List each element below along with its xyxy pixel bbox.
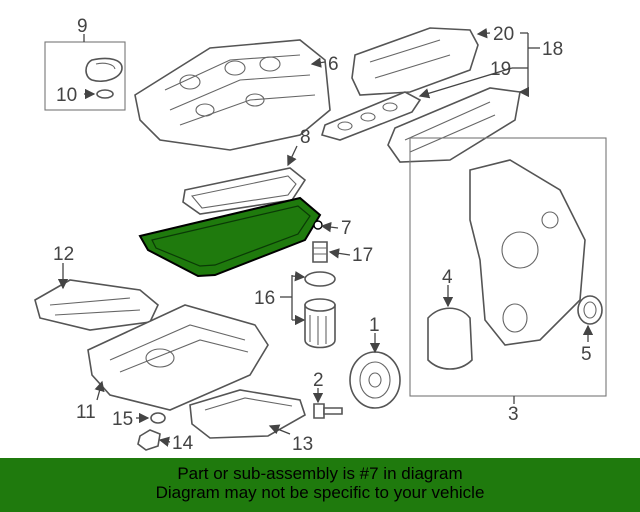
timing-cover — [469, 159, 586, 346]
callout-2: 2 — [313, 370, 324, 391]
callout-labels: 9 10 6 8 7 20 18 19 17 16 12 11 15 14 13… — [53, 16, 592, 455]
callout-17: 17 — [352, 245, 373, 266]
oil-filler-cap-group — [44, 41, 126, 111]
intake-cover-part-20 — [351, 27, 479, 96]
leader-lines — [57, 28, 594, 447]
timing-cover-group — [409, 137, 607, 397]
callout-14: 14 — [172, 433, 194, 454]
timing-cover-gasket-part-4 — [427, 307, 473, 370]
valve-cover — [134, 39, 331, 151]
callout-4: 4 — [442, 267, 453, 288]
callout-13: 13 — [292, 434, 313, 455]
notice-banner: Part or sub-assembly is #7 in diagram Di… — [0, 458, 640, 512]
oil-filter-adapter-part-17 — [312, 241, 328, 263]
gasket-part-8 — [182, 167, 307, 215]
callout-6: 6 — [328, 54, 339, 75]
oil-filter-part-16 — [304, 271, 336, 349]
bolt-part-2 — [313, 403, 343, 419]
callout-11: 11 — [76, 402, 96, 423]
exploded-parts-diagram: 9 10 6 8 7 20 18 19 17 16 12 11 15 14 13… — [34, 16, 607, 455]
baffle-part-12 — [34, 279, 159, 331]
oil-pan-lower-part-13 — [189, 389, 306, 439]
banner-line-disclaimer: Diagram may not be specific to your vehi… — [155, 483, 485, 502]
callout-9: 9 — [77, 16, 88, 37]
intake-manifold — [387, 87, 521, 163]
drain-plug-part-14 — [137, 429, 161, 451]
banner-line-part: Part or sub-assembly is #7 in diagram — [177, 464, 463, 483]
callout-20: 20 — [493, 24, 514, 45]
callout-15: 15 — [112, 409, 133, 430]
callout-1: 1 — [369, 315, 380, 336]
callout-7: 7 — [341, 218, 352, 239]
cap-seal — [96, 89, 114, 99]
intake-gasket-part-19 — [320, 91, 422, 141]
callout-5: 5 — [581, 344, 592, 365]
callout-10: 10 — [56, 85, 77, 106]
drain-washer-part-15 — [150, 412, 166, 424]
callout-16: 16 — [254, 288, 275, 309]
callout-3: 3 — [508, 404, 519, 425]
front-seal-part-5 — [577, 295, 603, 325]
callout-19: 19 — [490, 59, 511, 80]
crank-pulley-part-1 — [349, 351, 401, 409]
filler-cap — [85, 57, 123, 83]
callout-8: 8 — [300, 127, 311, 148]
callout-18: 18 — [542, 39, 563, 60]
callout-12: 12 — [53, 244, 74, 265]
